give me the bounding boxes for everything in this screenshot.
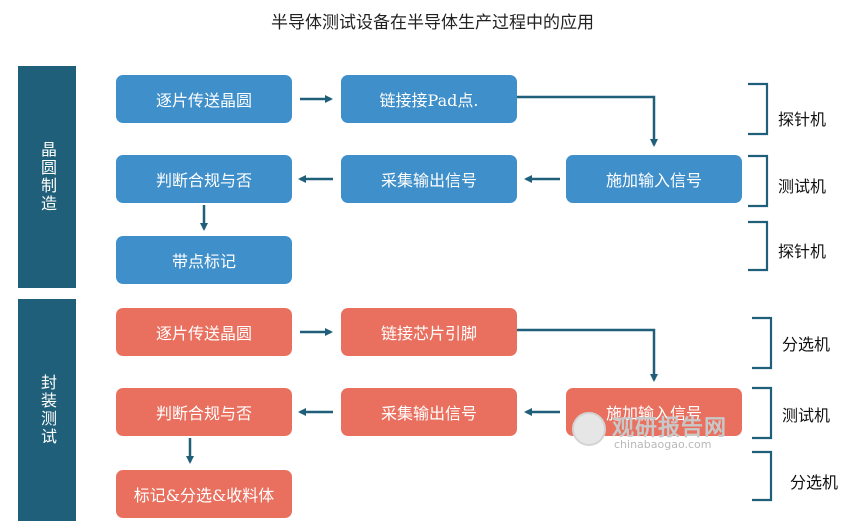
equipment-label-handler-1: 分选机 — [782, 335, 831, 354]
bracket-2 — [748, 154, 769, 208]
step-mark-sort-collect: 标记&分选&收料体 — [116, 470, 292, 518]
step-dot-marking: 带点标记 — [116, 236, 292, 284]
section-packaging-test: 封装测试 — [18, 299, 76, 521]
bracket-1 — [748, 82, 769, 136]
diagram-title: 半导体测试设备在半导体生产过程中的应用 — [271, 13, 594, 33]
step-judge-compliance-package: 判断合规与否 — [116, 388, 292, 436]
step-apply-input-signal-package: 施加输入信号 — [566, 388, 742, 436]
step-collect-output-signal-package: 采集输出信号 — [341, 388, 517, 436]
bracket-3 — [748, 220, 769, 272]
step-connect-pad: 链接接Pad点. — [341, 75, 517, 123]
section-wafer-manufacturing: 晶圆制造 — [18, 66, 76, 288]
step-connect-chip-pins: 链接芯片引脚 — [341, 308, 517, 356]
equipment-label-prober-1: 探针机 — [778, 110, 827, 129]
bracket-5 — [752, 386, 773, 440]
bracket-4 — [752, 316, 773, 370]
bracket-6 — [752, 450, 773, 502]
step-collect-output-signal: 采集输出信号 — [341, 155, 517, 203]
equipment-label-handler-2: 分选机 — [790, 473, 839, 492]
equipment-label-tester-2: 测试机 — [782, 406, 831, 425]
equipment-label-tester-1: 测试机 — [778, 177, 827, 196]
step-judge-compliance: 判断合规与否 — [116, 155, 292, 203]
arrow-package-2-3 — [517, 328, 658, 382]
step-wafer-transfer-package: 逐片传送晶圆 — [116, 308, 292, 356]
step-apply-input-signal: 施加输入信号 — [566, 155, 742, 203]
step-wafer-transfer: 逐片传送晶圆 — [116, 75, 292, 123]
equipment-label-prober-2: 探针机 — [778, 242, 827, 261]
arrow-wafer-2-3 — [517, 95, 658, 147]
